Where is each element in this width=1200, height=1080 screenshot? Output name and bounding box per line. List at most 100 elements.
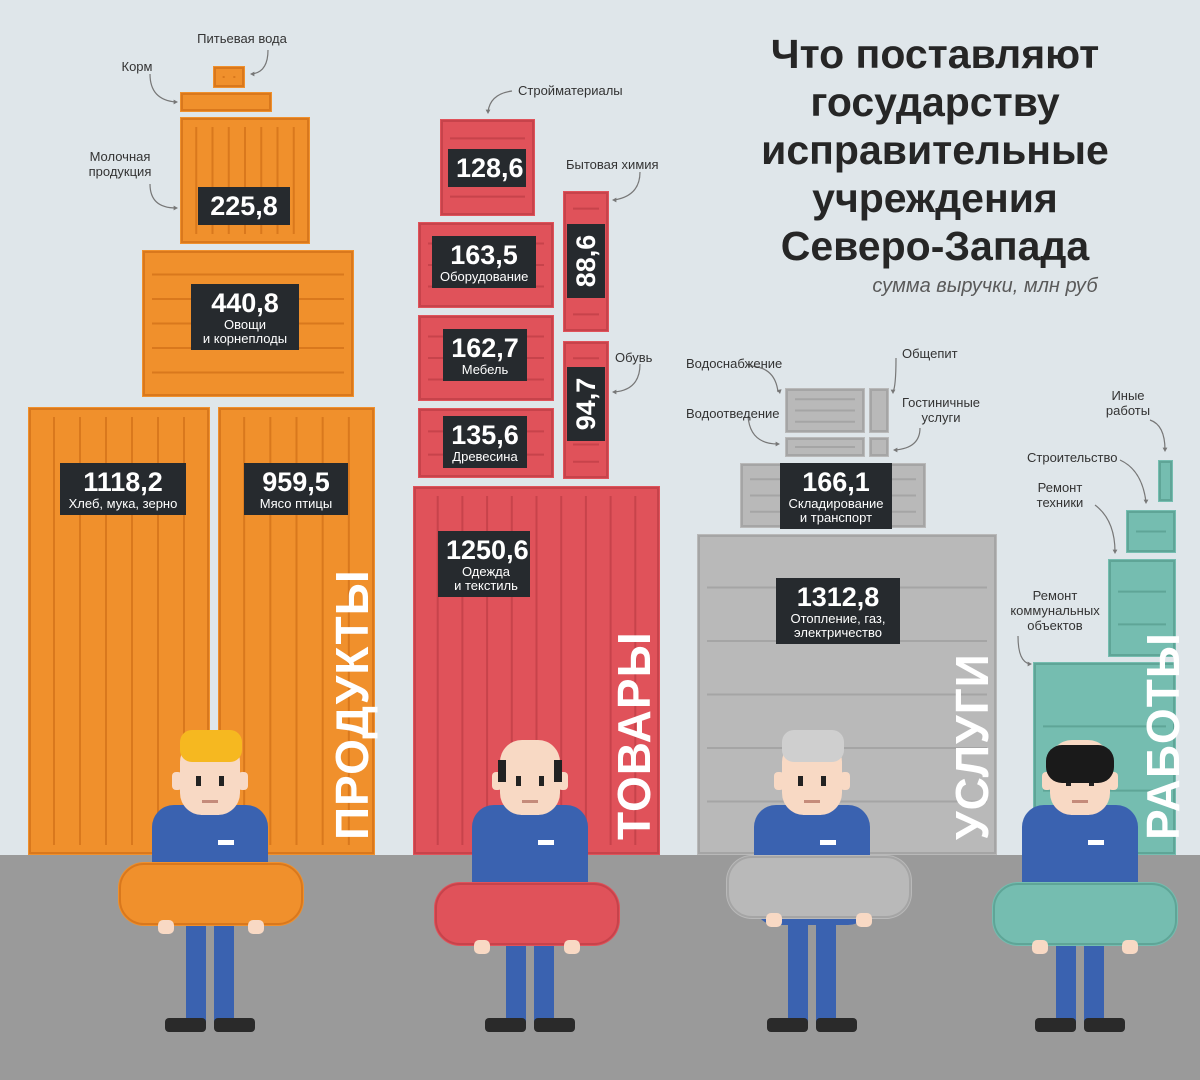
value-equipment: 163,5 xyxy=(450,240,518,270)
value-plate-heating: 1312,8 Отопление, газ, электричество xyxy=(776,578,900,644)
worker-services-eye-left xyxy=(798,776,803,786)
value-plate-dairy: 225,8 xyxy=(198,187,290,225)
callout-water-disposal: Водоотведение xyxy=(686,406,780,421)
crate-household-chemicals-border xyxy=(564,192,608,331)
arrow-water-supply xyxy=(747,365,779,393)
held-crate-services-border xyxy=(727,856,911,918)
callout-footwear: Обувь xyxy=(615,350,653,365)
page-title: Что поставляют государству исправительны… xyxy=(761,31,1109,269)
worker-products-badge xyxy=(218,840,234,845)
held-crate-services-hand-right xyxy=(856,913,872,927)
worker-products-mouth xyxy=(202,800,218,803)
arrow-dairy xyxy=(149,183,177,209)
held-crate-goods xyxy=(434,882,620,946)
category-label-products: ПРОДУКТЫ xyxy=(326,569,378,840)
worker-services-leg-right xyxy=(816,925,836,1025)
held-crate-goods-hand-left xyxy=(474,940,490,954)
value-plate-building-materials: 128,6 xyxy=(448,149,526,187)
crate-building-materials-border xyxy=(441,120,534,215)
worker-products-shoe-left xyxy=(165,1018,206,1032)
arrow-catering-head xyxy=(890,389,896,394)
value-vegetables: 440,8 xyxy=(211,288,279,318)
worker-goods-hair-right xyxy=(554,760,562,782)
value-heating: 1312,8 xyxy=(796,582,880,612)
crate-equipment-repair-border xyxy=(1109,560,1175,656)
crate-catering-border xyxy=(870,389,888,432)
worker-services-mouth xyxy=(804,800,820,803)
crate-drinking-water xyxy=(213,66,245,88)
held-crate-products-border xyxy=(119,863,303,925)
worker-goods-hair-left xyxy=(498,760,506,782)
category-label-works: РАБОТЫ xyxy=(1137,632,1189,840)
label-poultry: Мясо птицы xyxy=(259,496,333,511)
held-crate-goods-hand-right xyxy=(564,940,580,954)
arrow-hotel xyxy=(894,427,921,451)
crate-equipment-border xyxy=(419,223,553,307)
crate-other-works-border xyxy=(1159,461,1172,501)
label-storage: Складирование и транспорт xyxy=(788,496,884,525)
callout-construction: Строительство xyxy=(1027,450,1118,465)
arrow-construction-head xyxy=(1143,499,1149,504)
arrow-other-works xyxy=(1149,419,1166,451)
value-timber: 135,6 xyxy=(451,420,519,450)
category-label-services: УСЛУГИ xyxy=(946,653,998,840)
callout-water-supply: Водоснабжение xyxy=(686,356,783,371)
held-crate-works-hand-right xyxy=(1122,940,1138,954)
worker-products-shoe-right xyxy=(214,1018,255,1032)
value-plate-furniture: 162,7 Мебель xyxy=(443,329,527,381)
crate-other-works xyxy=(1158,460,1173,502)
callout-dairy: Молочная продукция xyxy=(88,149,152,179)
held-crate-products-hand-right xyxy=(248,920,264,934)
arrow-feed-head xyxy=(173,99,178,105)
value-plate-storage: 166,1 Складирование и транспорт xyxy=(780,463,892,529)
value-furniture: 162,7 xyxy=(451,333,519,363)
value-plate-vegetables: 440,8 Овощи и корнеплоды xyxy=(191,284,299,350)
value-clothing: 1250,6 xyxy=(446,535,529,565)
arrow-hotel-head xyxy=(893,447,898,453)
label-clothing: Одежда и текстиль xyxy=(454,564,518,593)
label-heating: Отопление, газ, электричество xyxy=(790,611,886,640)
worker-products-leg-left xyxy=(186,925,206,1025)
held-crate-works xyxy=(992,882,1178,946)
worker-works-shoe-right xyxy=(1084,1018,1125,1032)
value-bread: 1118,2 xyxy=(83,467,163,497)
worker-goods-badge xyxy=(538,840,554,845)
value-storage: 166,1 xyxy=(802,467,870,497)
callout-other-works: Иные работы xyxy=(1105,388,1151,418)
arrow-water-supply-head xyxy=(776,389,782,394)
arrow-drinking-water-head xyxy=(250,71,255,77)
crate-feed-border xyxy=(181,93,271,111)
held-crate-goods-border xyxy=(435,883,619,945)
worker-services-shoe-left xyxy=(767,1018,808,1032)
worker-products-leg-right xyxy=(214,925,234,1025)
held-crate-works-border xyxy=(993,883,1177,945)
worker-goods-shoe-left xyxy=(485,1018,526,1032)
value-footwear: 94,7 xyxy=(571,377,601,431)
arrow-utility-repair-head xyxy=(1027,661,1032,667)
value-plate-equipment: 163,5 Оборудование xyxy=(432,236,536,288)
worker-goods-head xyxy=(500,740,560,815)
callout-drinking-water: Питьевая вода xyxy=(197,31,287,46)
crate-hotel-border xyxy=(870,438,888,456)
crate-water-supply-border xyxy=(786,389,864,432)
crate-timber-border xyxy=(419,409,553,477)
worker-goods-shoe-right xyxy=(534,1018,575,1032)
worker-works-badge xyxy=(1088,840,1104,845)
label-timber: Древесина xyxy=(452,449,518,464)
callout-utility-repair: Ремонт коммунальных объектов xyxy=(1010,588,1100,633)
value-plate-clothing: 1250,6 Одежда и текстиль xyxy=(438,531,530,597)
worker-products-ear-left xyxy=(172,772,182,790)
arrow-dairy-head xyxy=(173,205,178,211)
worker-goods-leg-right xyxy=(534,925,554,1025)
label-vegetables: Овощи и корнеплоды xyxy=(202,317,288,346)
arrow-equipment-repair-head xyxy=(1112,549,1118,554)
worker-products-eye-left xyxy=(196,776,201,786)
label-furniture: Мебель xyxy=(461,362,509,377)
worker-products-hair xyxy=(180,730,242,762)
crate-water-disposal-border xyxy=(786,438,864,456)
crate-drinking-water-border xyxy=(214,67,244,87)
worker-services-eye-right xyxy=(821,776,826,786)
arrow-catering xyxy=(892,357,897,393)
held-crate-works-hand-left xyxy=(1032,940,1048,954)
worker-services-hair xyxy=(782,730,844,762)
